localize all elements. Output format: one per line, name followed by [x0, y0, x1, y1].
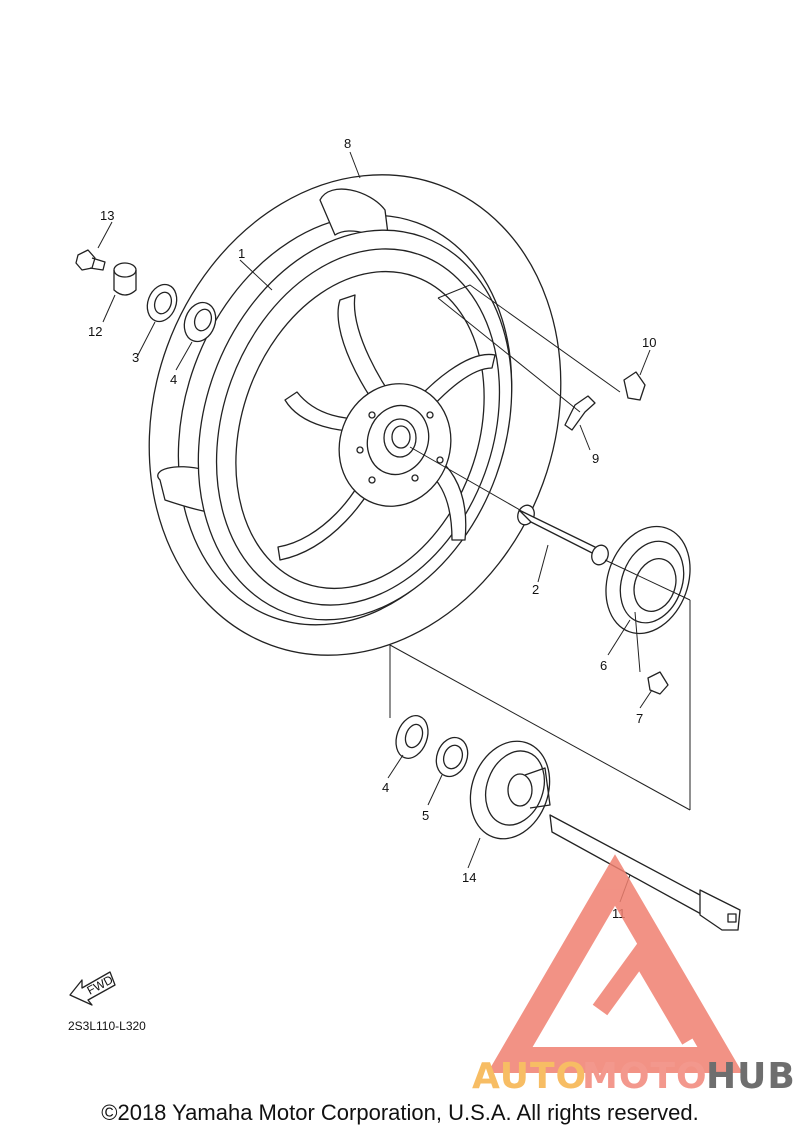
- gear-unit-14: [469, 740, 551, 840]
- valve-cap-10: [623, 371, 646, 401]
- callout-13: 13: [100, 208, 114, 223]
- copyright-text: ©2018 Yamaha Motor Corporation, U.S.A. A…: [101, 1100, 699, 1125]
- callout-4-lower: 4: [382, 780, 389, 795]
- fwd-arrow-icon: [69, 971, 116, 1006]
- logo-hub: HUB: [706, 1056, 796, 1097]
- callout-8: 8: [344, 136, 351, 151]
- callout-4-upper: 4: [170, 372, 177, 387]
- callout-1: 1: [238, 246, 245, 261]
- callout-3: 3: [132, 350, 139, 365]
- collar-2: [517, 504, 609, 566]
- callout-9: 9: [592, 451, 599, 466]
- wheel: [197, 229, 513, 621]
- callout-6: 6: [600, 658, 607, 673]
- callout-7: 7: [636, 711, 643, 726]
- bolt-7: [647, 671, 669, 695]
- callout-2: 2: [532, 582, 539, 597]
- axle-11: [549, 814, 741, 931]
- automotohub-logo: AUTO MOTO HUB: [472, 854, 796, 1097]
- callout-10: 10: [642, 335, 656, 350]
- callout-5: 5: [422, 808, 429, 823]
- oil-seal-5: [435, 736, 469, 778]
- bearing-4-lower: [395, 715, 429, 759]
- bolt-13: [75, 249, 106, 271]
- logo-auto: AUTO: [472, 1056, 587, 1097]
- logo-moto: MOTO: [582, 1056, 708, 1097]
- diagram-code: 2S3L110-L320: [68, 1019, 146, 1033]
- callout-12: 12: [88, 324, 102, 339]
- leader-lines: [97, 151, 691, 903]
- valve-9: [564, 395, 596, 431]
- callout-14: 14: [462, 870, 476, 885]
- oil-seal-3: [146, 283, 178, 323]
- bearing-4-upper: [183, 301, 217, 343]
- collar-12: [113, 262, 137, 296]
